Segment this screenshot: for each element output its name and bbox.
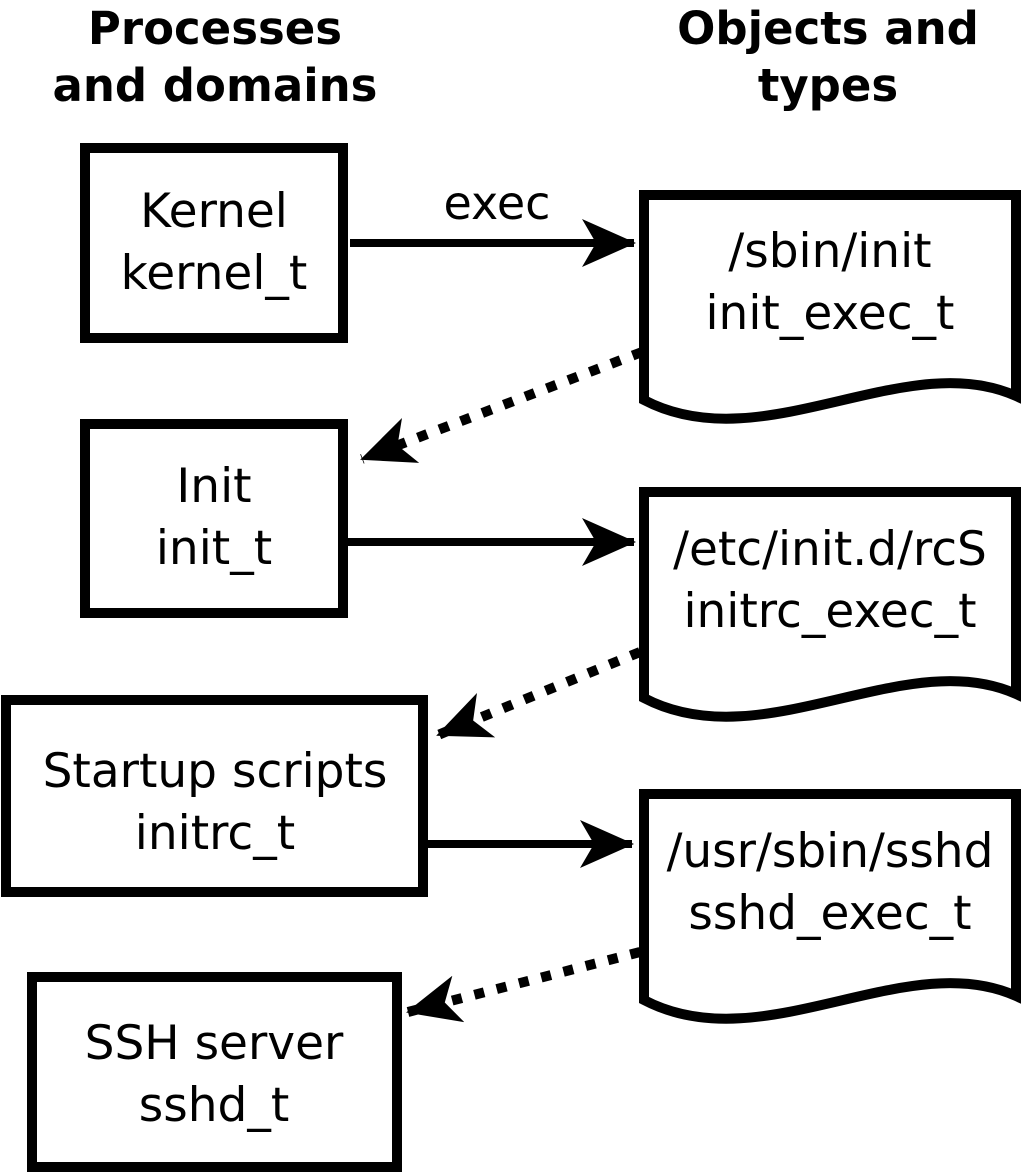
process-box-kernel: Kernel kernel_t — [80, 143, 348, 343]
transition-arrow-sshd-to-sshd-t — [406, 947, 642, 1023]
left-column-heading-line2: and domains — [53, 59, 378, 112]
process-kernel-name: Kernel — [140, 184, 288, 239]
process-box-init-rect — [80, 419, 348, 618]
object-etc-initd-rcS-path: /etc/init.d/rcS — [673, 522, 987, 577]
process-box-startup-scripts: Startup scripts initrc_t — [1, 695, 428, 897]
object-doc-etc-initd-rcS: /etc/init.d/rcS initrc_exec_t — [639, 487, 1021, 722]
object-sbin-init-path: /sbin/init — [728, 224, 931, 279]
transition-arrow-sbin-init-to-init-t — [360, 347, 644, 464]
object-doc-etc-initd-rcS-shape — [639, 487, 1021, 722]
object-doc-sbin-init: /sbin/init init_exec_t — [639, 190, 1021, 424]
object-doc-sbin-init-shape — [639, 190, 1021, 424]
object-etc-initd-rcS-type: initrc_exec_t — [683, 584, 976, 639]
column-headings: Processes and domains Objects and types — [53, 2, 979, 112]
transition-arrow-rcS-to-initrc-t — [436, 647, 642, 740]
process-startup-scripts-domain: initrc_t — [135, 806, 295, 861]
process-ssh-server-name: SSH server — [85, 1016, 344, 1071]
process-box-init: Init init_t — [80, 419, 348, 618]
process-kernel-domain: kernel_t — [121, 246, 308, 301]
process-ssh-server-domain: sshd_t — [139, 1078, 290, 1133]
object-usr-sbin-sshd-path: /usr/sbin/sshd — [667, 824, 994, 879]
process-box-ssh-server: SSH server sshd_t — [27, 972, 402, 1172]
object-sbin-init-type: init_exec_t — [706, 286, 955, 341]
process-box-kernel-rect — [80, 143, 348, 343]
left-column-heading-line1: Processes — [88, 2, 342, 55]
process-box-startup-scripts-rect — [1, 695, 428, 897]
process-startup-scripts-name: Startup scripts — [43, 744, 388, 799]
process-init-name: Init — [176, 459, 251, 514]
process-box-ssh-server-rect — [27, 972, 402, 1172]
transition-arrows — [360, 347, 644, 1023]
object-doc-usr-sbin-sshd-shape — [639, 789, 1021, 1024]
right-column-heading-line2: types — [758, 59, 898, 112]
right-column-heading-line1: Objects and — [677, 2, 979, 55]
process-init-domain: init_t — [156, 521, 272, 576]
object-usr-sbin-sshd-type: sshd_exec_t — [688, 886, 971, 941]
exec-arrows: exec — [348, 176, 636, 868]
object-doc-usr-sbin-sshd: /usr/sbin/sshd sshd_exec_t — [639, 789, 1021, 1024]
exec-arrow-label: exec — [444, 176, 551, 230]
